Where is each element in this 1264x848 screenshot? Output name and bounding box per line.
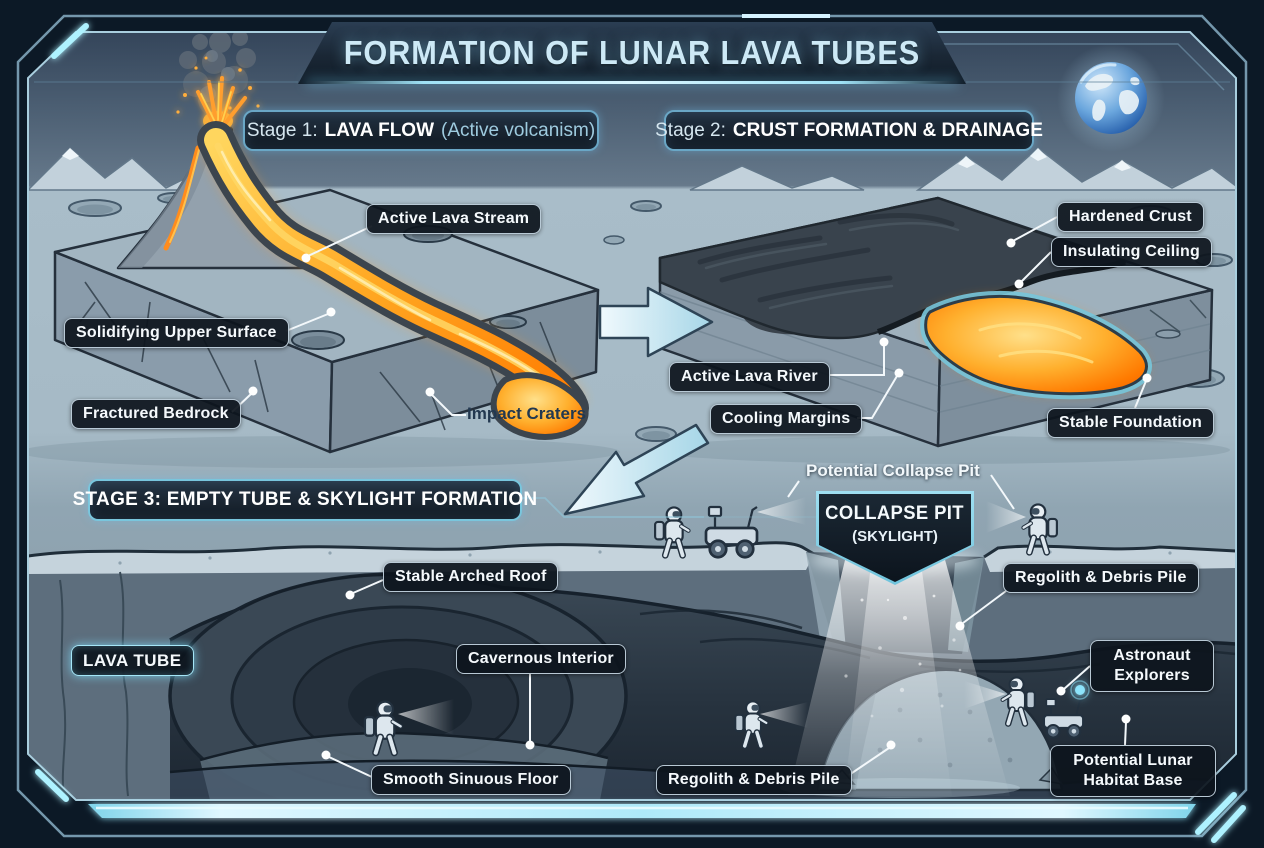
label-astronaut-explorers: Astronaut Explorers xyxy=(1090,640,1214,692)
page-title: FORMATION OF LUNAR LAVA TUBES xyxy=(343,34,921,71)
astronaut-light-cone xyxy=(986,501,1026,533)
dust-particles xyxy=(844,594,962,718)
stage2-block xyxy=(650,196,1230,464)
label-cooling-margins: Cooling Margins xyxy=(710,404,863,434)
stage2-name: CRUST FORMATION & DRAINAGE xyxy=(732,119,1043,141)
hologram-marker xyxy=(1070,680,1090,700)
stage1-note: (Active volcanism) xyxy=(441,119,596,141)
stage2-prefix: Stage 2: xyxy=(655,119,726,141)
label-fractured-bedrock: Fractured Bedrock xyxy=(71,399,241,429)
label-active-lava-river: Active Lava River xyxy=(669,362,830,392)
cave-explorer-light-cone xyxy=(398,699,454,735)
label-potential-lunar-habitat-base: Potential Lunar Habitat Base xyxy=(1050,745,1216,797)
stage1-name: LAVA FLOW xyxy=(324,119,435,141)
stage2-badge: Stage 2: CRUST FORMATION & DRAINAGE xyxy=(655,110,1043,151)
rock-face-cracks xyxy=(59,571,129,797)
leader-dots xyxy=(248,238,1152,760)
label-regolith-debris-pile-upper: Regolith & Debris Pile xyxy=(1003,563,1199,593)
label-solidifying-upper-surface: Solidifying Upper Surface xyxy=(64,318,289,348)
scene-arrow-down-left xyxy=(563,423,710,516)
title-underline xyxy=(306,81,958,84)
label-impact-craters: Impact Craters xyxy=(467,404,587,423)
label-potential-collapse-pit: Potential Collapse Pit xyxy=(806,461,980,480)
stage1-badge: Stage 1: LAVA FLOW (Active volcanism) xyxy=(243,110,599,151)
label-insulating-ceiling: Insulating Ceiling xyxy=(1051,237,1212,267)
active-lava-river-illustration xyxy=(920,290,1152,400)
background-mountains xyxy=(28,146,1236,191)
collapse-pit-badge-inner: COLLAPSE PIT (SKYLIGHT) xyxy=(819,494,971,582)
stage1-prefix: Stage 1: xyxy=(246,119,318,141)
label-hardened-crust: Hardened Crust xyxy=(1057,202,1204,232)
label-regolith-debris-pile-lower: Regolith & Debris Pile xyxy=(656,765,852,795)
rover-light-cone xyxy=(757,497,806,525)
stage3-badge: STAGE 3: EMPTY TUBE & SKYLIGHT FORMATION xyxy=(73,479,537,521)
lava-stream xyxy=(197,121,589,440)
collapse-pit-title: COLLAPSE PIT xyxy=(825,503,965,524)
glow-bar xyxy=(88,804,1196,818)
earth-icon xyxy=(1057,44,1165,152)
label-stable-arched-roof: Stable Arched Roof xyxy=(383,562,559,592)
label-active-lava-stream: Active Lava Stream xyxy=(366,204,542,234)
stage1-block xyxy=(28,32,620,468)
stage3-cross-section xyxy=(28,497,1236,800)
title-banner: FORMATION OF LUNAR LAVA TUBES xyxy=(298,22,966,84)
stage3-label: STAGE 3: EMPTY TUBE & SKYLIGHT FORMATION xyxy=(72,489,538,510)
stage3-connector-line xyxy=(518,497,820,518)
scene-arrow-right xyxy=(598,286,714,358)
label-stable-foundation: Stable Foundation xyxy=(1047,408,1214,438)
label-lava-tube: LAVA TUBE xyxy=(71,645,194,676)
collapse-pit-subtitle: (SKYLIGHT) xyxy=(852,528,938,545)
label-smooth-sinuous-floor: Smooth Sinuous Floor xyxy=(371,765,571,795)
label-cavernous-interior: Cavernous Interior xyxy=(456,644,626,674)
corner-glow-ticks xyxy=(35,23,1246,843)
